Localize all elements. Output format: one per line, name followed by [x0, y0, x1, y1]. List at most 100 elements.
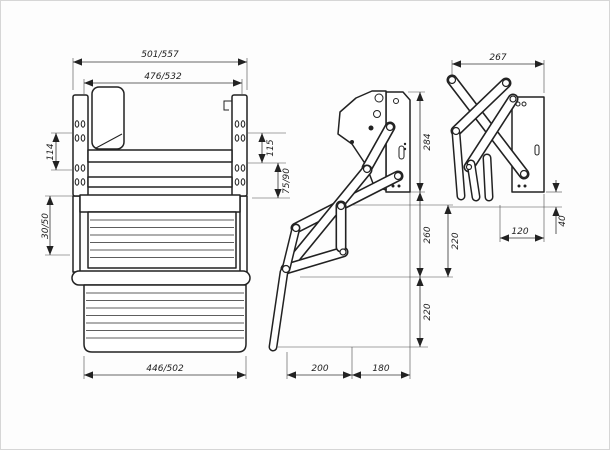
pivot-joint [501, 78, 511, 88]
dim-label-reach-far: 200 [311, 364, 328, 374]
dim-label-folded-depth: 120 [511, 227, 528, 237]
left-side-guide [72, 195, 81, 273]
slot-hole [74, 120, 80, 128]
bracket-pin [350, 140, 354, 144]
slot-hole [240, 120, 246, 128]
pivot-joint [509, 95, 517, 103]
side-view-extended: 284 260 220 220 200 180 [268, 90, 461, 379]
slot-hole [240, 134, 246, 142]
dim-bracket-height: 284 [416, 92, 433, 192]
pivot-joint [393, 171, 403, 181]
folded-arm-a-fill [448, 76, 528, 178]
dim-right-lower: 75/90 [274, 163, 292, 198]
plate-dot [523, 184, 527, 188]
dim-right-upper: 115 [258, 133, 276, 163]
dim-inner-width: 476/532 [84, 72, 242, 87]
slot-hole [74, 178, 80, 186]
dim-reach-far: 200 [287, 364, 352, 379]
dim-label-folded-width: 267 [489, 53, 506, 63]
side-linkage [268, 121, 404, 352]
slot-hole [234, 164, 240, 172]
dim-folded-clearance: 40 [552, 180, 568, 234]
upper-cross-rail [87, 149, 233, 163]
left-mounting-bracket [72, 94, 89, 197]
dim-reach-near: 180 [352, 364, 410, 379]
dim-label-left-lower: 30/50 [41, 213, 51, 239]
right-mounting-bracket [223, 94, 248, 197]
plate-dot [403, 142, 407, 146]
lower-tread [83, 284, 247, 353]
folded-arm-c-fill [465, 95, 517, 171]
plate-dot [397, 184, 401, 188]
dim-label-lower-drop: 220 [423, 303, 433, 320]
motor-housing-body [91, 86, 125, 150]
dim-lower-drop: 220 [416, 277, 433, 347]
dim-step-spacing: 220 [444, 205, 461, 277]
dim-label-step-spacing: 220 [451, 232, 461, 249]
dim-label-tread-width: 446/502 [146, 364, 184, 374]
lower-step-leg-fill [270, 269, 287, 350]
pivot-joint [281, 264, 291, 274]
folded-linkage [446, 74, 530, 202]
plate-hole [393, 98, 399, 104]
folded-leg-fill [453, 130, 464, 199]
slot-hole [74, 134, 80, 142]
pivot-joint [291, 223, 301, 233]
bracket-hole [374, 93, 384, 103]
slot-hole [240, 178, 246, 186]
slot-hole [80, 178, 86, 186]
dim-tread-width: 446/502 [84, 364, 246, 379]
plate-dot [403, 147, 407, 151]
pivot-joint [447, 75, 457, 85]
upper-tread-body [87, 211, 237, 269]
bracket-pin [368, 125, 374, 131]
pivot-joint [336, 201, 346, 211]
folded-arm-b-fill [452, 79, 510, 135]
slot-hole [80, 120, 86, 128]
plate-dot [517, 184, 521, 188]
joint-link-fill [283, 225, 299, 272]
upper-link-fill [363, 123, 394, 172]
bracket-hook [223, 100, 232, 111]
pivot-joint [339, 248, 347, 256]
upper-step-profile [79, 194, 241, 213]
pivot-joint [519, 169, 529, 179]
dim-label-bracket-height: 284 [423, 133, 433, 150]
dim-label-left-upper: 114 [46, 143, 56, 160]
pivot-joint [451, 126, 461, 136]
dim-outer-width: 501/557 [73, 50, 247, 66]
dim-upper-drop: 260 [416, 192, 433, 277]
pivot-joint [385, 122, 395, 132]
slot-hole [80, 164, 86, 172]
dim-label-reach-near: 180 [372, 364, 389, 374]
front-view: 501/557 476/532 114 30/50 115 75/90 446/… [41, 50, 292, 379]
slot-hole [234, 120, 240, 128]
bracket-hole [373, 110, 381, 118]
dim-folded-depth: 120 [500, 227, 544, 242]
plate-hole [521, 101, 527, 107]
dim-folded-width: 267 [452, 53, 544, 68]
dim-label-inner-width: 476/532 [144, 72, 182, 82]
slot-hole [240, 164, 246, 172]
folded-leg-fill [484, 155, 492, 200]
right-side-guide [239, 195, 248, 273]
dim-label-right-lower: 75/90 [282, 168, 292, 194]
lower-step-profile [71, 270, 251, 286]
pivot-joint [465, 163, 473, 171]
lower-tread-body [83, 284, 247, 353]
upper-tread-ribs [90, 219, 234, 258]
slot-hole [234, 134, 240, 142]
dim-label-upper-drop: 260 [423, 226, 433, 243]
dim-left-upper: 114 [46, 133, 60, 170]
motor-housing [91, 86, 125, 150]
plate-slot [398, 145, 405, 160]
folded-leg-fill [468, 161, 479, 200]
upper-tread [87, 211, 237, 269]
dim-label-folded-clearance: 40 [558, 215, 568, 227]
lower-cross-rail [87, 176, 233, 188]
slot-hole [80, 134, 86, 142]
side-view-folded: 267 120 40 [446, 53, 568, 242]
cross-bar-fill [282, 248, 347, 273]
plate-slot [534, 144, 540, 156]
